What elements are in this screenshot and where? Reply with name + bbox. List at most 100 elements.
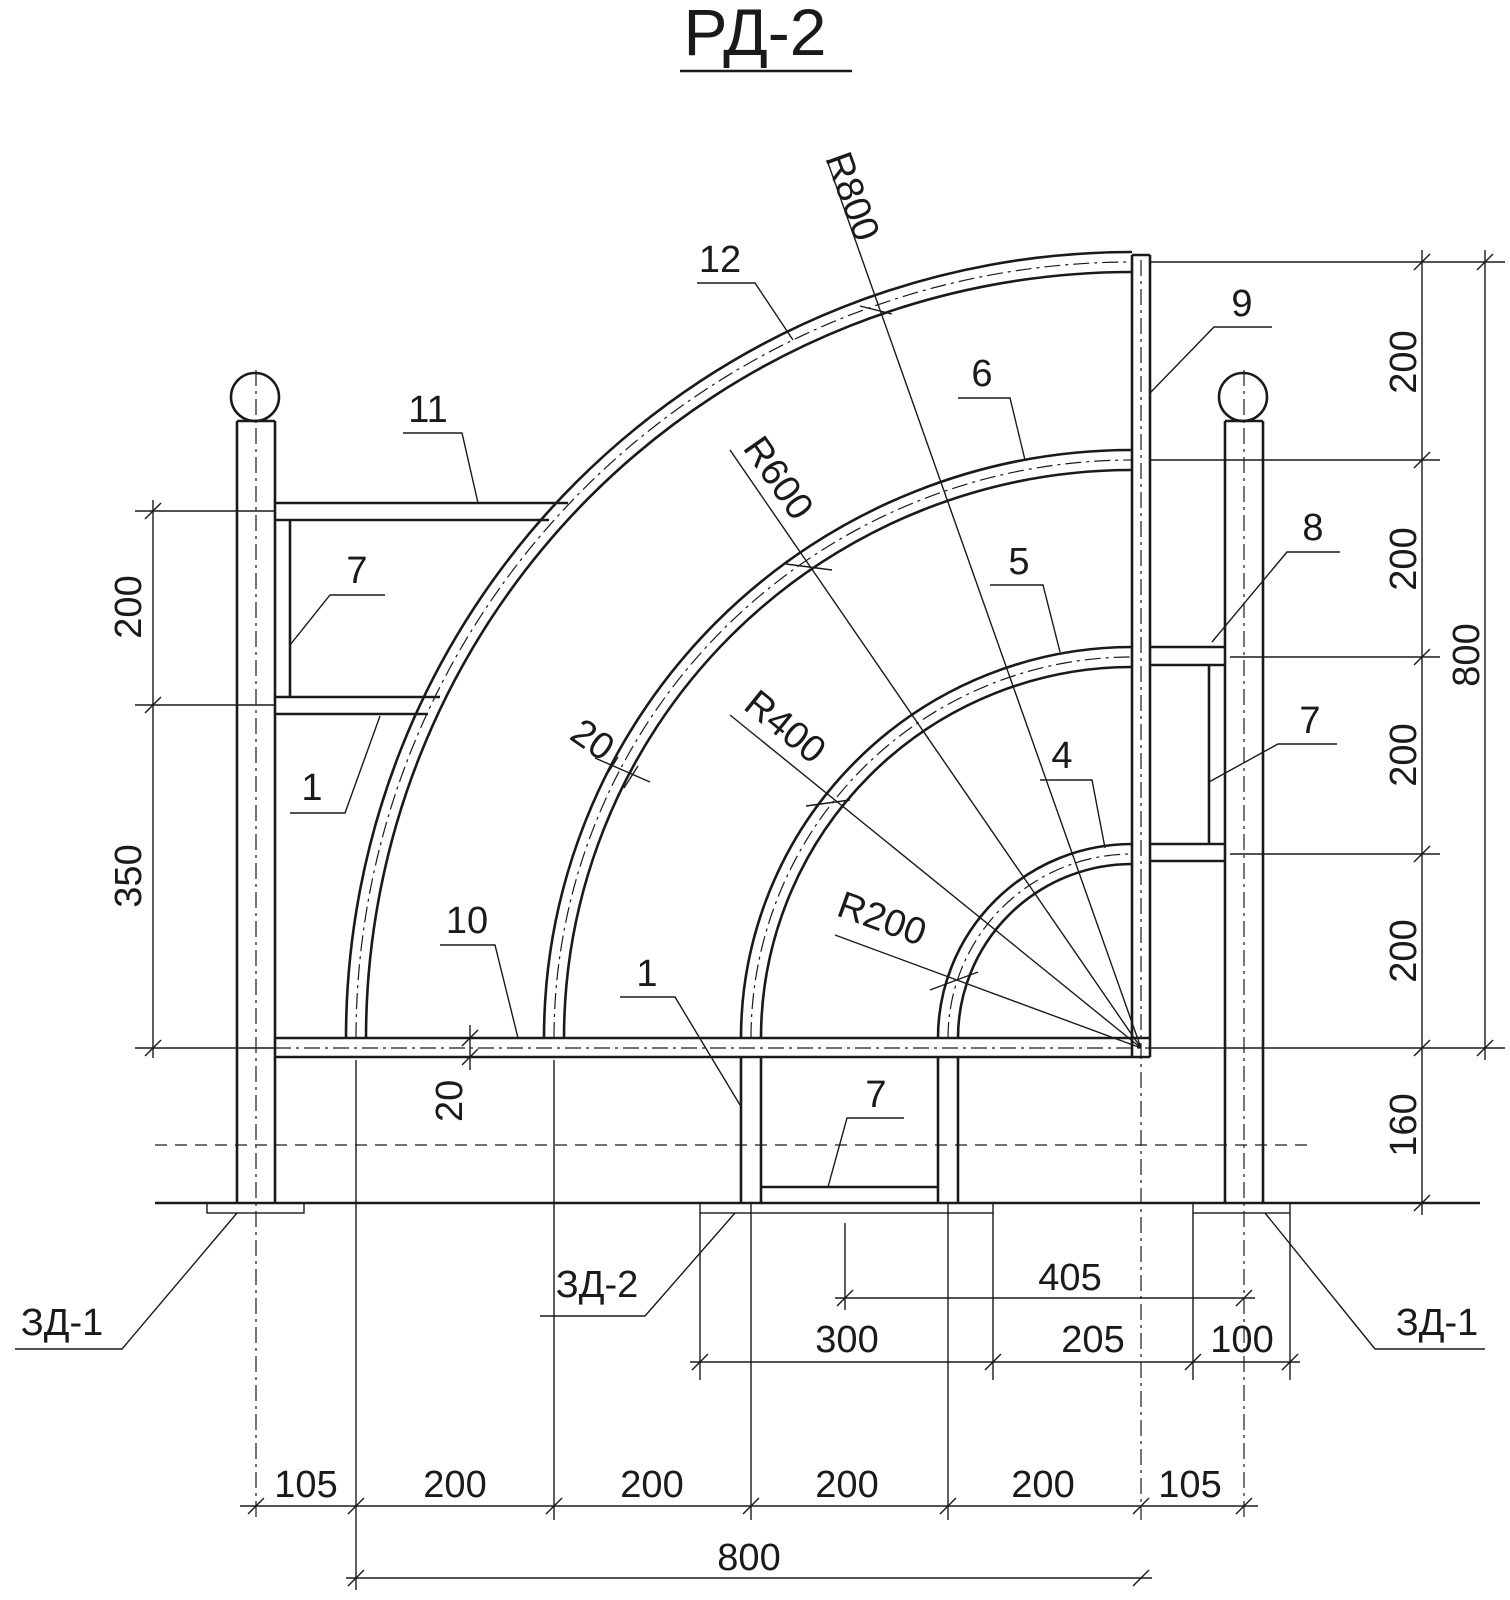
tick (691, 1353, 709, 1371)
leader-5 (990, 584, 1061, 653)
drawing-title: РД-2 (684, 0, 827, 69)
dim-bottom-6: 105 (1158, 1464, 1221, 1506)
footing-left: ЗД-1 (21, 1302, 103, 1344)
dims-right: 200 200 200 200 160 800 (1150, 250, 1505, 1215)
tick (461, 1048, 479, 1066)
dim-bottom-2: 200 (423, 1464, 486, 1506)
radius-line-r600 (729, 449, 1142, 1049)
tick (1476, 253, 1494, 271)
tick (347, 1497, 365, 1515)
tick (1413, 1194, 1431, 1212)
tick-r600 (785, 563, 833, 571)
arc-r200-inner (936, 842, 1133, 1039)
dim-left-lower: 350 (108, 844, 150, 907)
tick (836, 1289, 854, 1307)
arc-r200-outer (956, 862, 1133, 1039)
tick (939, 1497, 957, 1515)
arc-r600-axis (553, 459, 1133, 1039)
footing-plate-right (1192, 1202, 1291, 1214)
post-ball-left (229, 371, 281, 423)
radius-line-r800 (826, 159, 1142, 1049)
part-8: 8 (1302, 507, 1323, 549)
part-1-left: 1 (301, 767, 322, 809)
part-7-bottom: 7 (865, 1074, 886, 1116)
leader-8 (1211, 551, 1340, 643)
tick (984, 1353, 1002, 1371)
dim-bottom-3: 200 (620, 1464, 683, 1506)
dim-footing-405: 405 (1038, 1257, 1101, 1299)
post-ball-right (1217, 371, 1269, 423)
leader-10 (440, 944, 519, 1039)
dim-right-3: 200 (1383, 723, 1425, 786)
part-4: 4 (1051, 735, 1072, 777)
tick (1413, 253, 1431, 271)
leader-1-center (620, 996, 741, 1106)
tick (144, 502, 162, 520)
tick (1235, 1289, 1253, 1307)
leader-9 (1149, 326, 1272, 394)
dims-bottom: 105 200 200 200 200 105 800 (240, 1464, 1258, 1587)
structure (155, 159, 1480, 1590)
dim-bottom-total: 800 (717, 1537, 780, 1579)
radius-line-r400 (729, 714, 1142, 1049)
leader-footing-right (1264, 1212, 1485, 1350)
dim-bottom-1: 105 (274, 1464, 337, 1506)
dim-footing-300: 300 (815, 1319, 878, 1361)
arc-r600-outer (562, 468, 1133, 1039)
part-11: 11 (408, 389, 447, 431)
part-9: 9 (1231, 283, 1252, 325)
dim-footing-205: 205 (1061, 1319, 1124, 1361)
tick (1413, 451, 1431, 469)
tick (1132, 1497, 1150, 1515)
footing-labels: ЗД-1 ЗД-2 ЗД-1 (15, 1212, 1485, 1350)
tick (603, 756, 619, 780)
tick (1413, 1039, 1431, 1057)
tick (1476, 1039, 1494, 1057)
part-5: 5 (1008, 541, 1029, 583)
part-10: 10 (446, 900, 488, 942)
tick (1184, 1353, 1202, 1371)
label-r800: R800 (817, 147, 888, 247)
leader-7-right (1208, 743, 1337, 783)
arc-r200-axis (947, 853, 1133, 1039)
footing-right: ЗД-1 (1396, 1302, 1478, 1344)
arc-r600-inner (542, 448, 1133, 1039)
tick (1281, 1353, 1299, 1371)
leader-7-left (289, 594, 385, 646)
part-7-right: 7 (1299, 700, 1320, 742)
footing-plate-center (699, 1202, 994, 1214)
leader-1-left (290, 715, 381, 814)
leader-footing-left (15, 1212, 238, 1350)
tick (742, 1497, 760, 1515)
dim-right-1: 200 (1383, 330, 1425, 393)
tick (144, 696, 162, 714)
label-r600: R600 (735, 429, 822, 528)
arc-r800-axis (355, 261, 1133, 1039)
arc-r800-outer (364, 270, 1133, 1039)
label-r200: R200 (832, 884, 932, 955)
dim-left-upper: 200 (108, 575, 150, 638)
dims-left: 200 350 (108, 500, 275, 1058)
tick (347, 1569, 365, 1587)
tick (144, 1039, 162, 1057)
thickness-bottom: 20 (429, 1080, 471, 1122)
leader-6 (958, 397, 1026, 461)
dim-footing-100: 100 (1210, 1319, 1273, 1361)
tick (1132, 1569, 1150, 1587)
dim-right-5: 160 (1383, 1093, 1425, 1156)
leader-footing-center (540, 1212, 736, 1317)
footing-center: ЗД-2 (556, 1264, 638, 1306)
radius-line-r200 (834, 934, 1142, 1049)
tick-r200 (929, 971, 979, 991)
tick (461, 1029, 479, 1047)
tick (247, 1497, 265, 1515)
dim-right-4: 200 (1383, 919, 1425, 982)
dim-right-2: 200 (1383, 527, 1425, 590)
tick-r800 (859, 305, 893, 315)
dim-bottom-5: 200 (1011, 1464, 1074, 1506)
leader-11 (403, 432, 479, 504)
tick (545, 1497, 563, 1515)
tick (1235, 1497, 1253, 1515)
part-12: 12 (699, 239, 741, 281)
tick (1413, 845, 1431, 863)
